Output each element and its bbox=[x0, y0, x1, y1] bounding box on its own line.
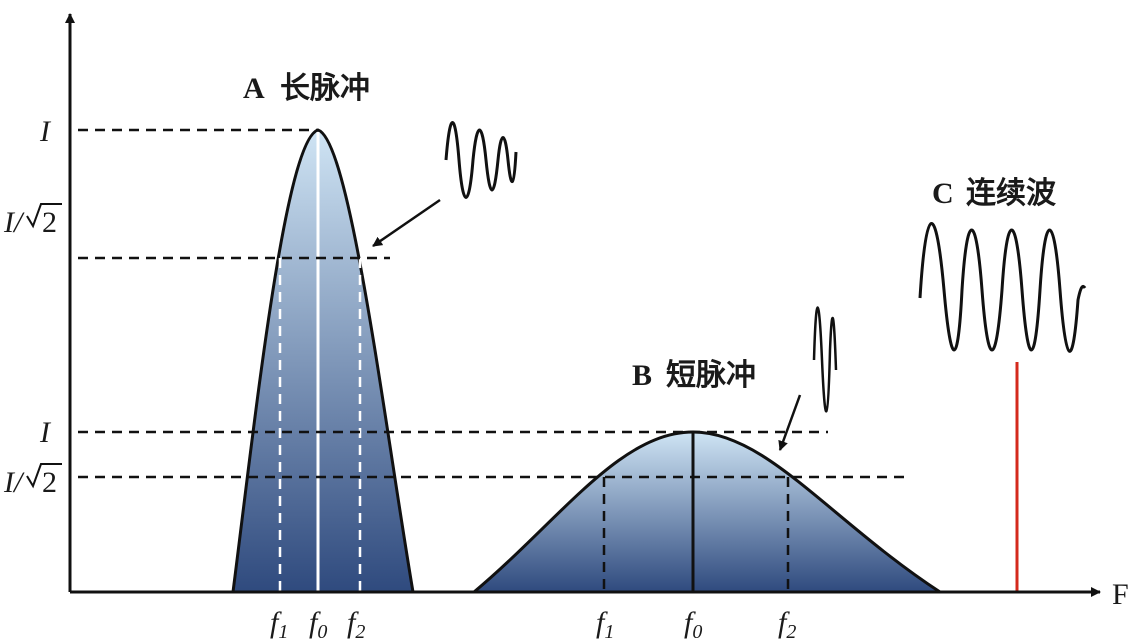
y-label-I-sqrt2-top: I/ 2 bbox=[3, 203, 62, 239]
sqrt-symbol bbox=[26, 203, 62, 229]
y-label-prefix: I/ bbox=[3, 206, 25, 239]
peak-a-letter: A bbox=[243, 72, 265, 105]
y-label-sqrt-digit: 2 bbox=[42, 206, 57, 239]
y-label-I-bottom: I bbox=[39, 416, 52, 449]
y-label-I-sqrt2-bottom: I/ 2 bbox=[3, 463, 62, 499]
tick-sub: 1 bbox=[278, 621, 288, 643]
waveform-long-pulse-icon bbox=[444, 121, 518, 199]
waveform-continuous-icon bbox=[918, 222, 1087, 353]
wave-c-letter: C bbox=[932, 177, 954, 210]
waveform-short-pulse-icon bbox=[812, 306, 838, 413]
peak-a-long-pulse bbox=[231, 128, 415, 594]
tick-sub: 2 bbox=[355, 621, 365, 643]
peak-a-tick-f1: f1 bbox=[270, 606, 288, 643]
peak-b-tick-f1: f1 bbox=[596, 606, 614, 643]
peak-a-name: 长脉冲 bbox=[280, 71, 370, 106]
arrow-to-peak-b bbox=[778, 394, 802, 451]
peak-b-short-pulse bbox=[469, 430, 946, 594]
arrow-to-peak-a bbox=[372, 198, 441, 248]
y-label-I-top: I bbox=[39, 115, 52, 148]
x-axis-label: F bbox=[1112, 578, 1129, 611]
tick-sub: 0 bbox=[692, 621, 702, 643]
sqrt-symbol bbox=[26, 463, 62, 489]
wave-c-name: 连续波 bbox=[966, 176, 1057, 211]
peak-a-tick-f0: f0 bbox=[309, 606, 327, 643]
peak-b-tick-f0: f0 bbox=[684, 606, 702, 643]
tick-sub: 0 bbox=[317, 621, 327, 643]
y-label-prefix: I/ bbox=[3, 466, 25, 499]
tick-sub: 1 bbox=[604, 621, 614, 643]
peak-b-letter: B bbox=[632, 359, 652, 392]
peak-b-name: 短脉冲 bbox=[666, 358, 756, 393]
peak-a-tick-f2: f2 bbox=[347, 606, 365, 643]
peak-b-tick-f2: f2 bbox=[778, 606, 796, 643]
tick-sub: 2 bbox=[786, 621, 796, 643]
y-label-sqrt-digit: 2 bbox=[42, 466, 57, 499]
